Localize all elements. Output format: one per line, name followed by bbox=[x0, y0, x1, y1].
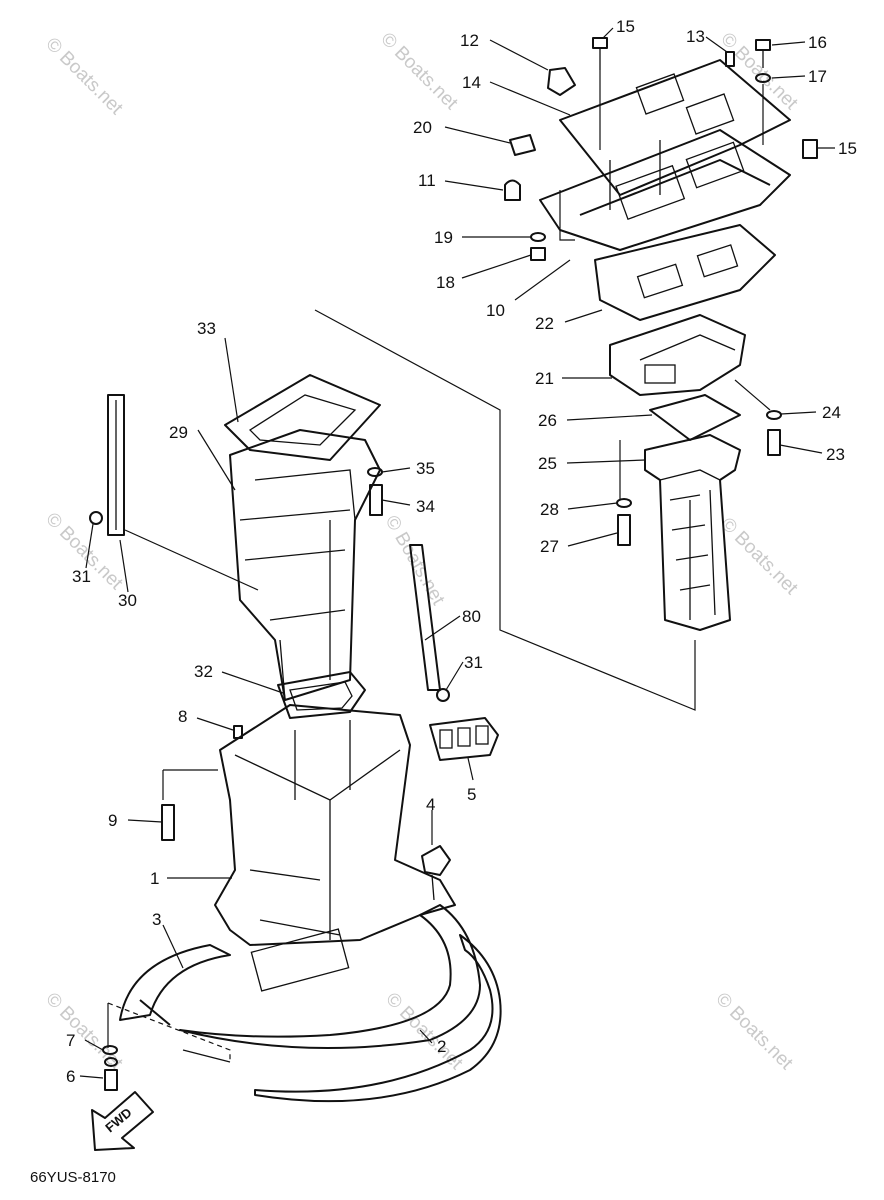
callout-29: 29 bbox=[169, 423, 188, 442]
callout-12: 12 bbox=[460, 31, 479, 50]
leader-lines bbox=[79, 27, 835, 1079]
callout-26: 26 bbox=[538, 411, 557, 430]
callout-10: 10 bbox=[486, 301, 505, 320]
part-gasket-22 bbox=[594, 224, 776, 321]
part-exhaust-guide-10 bbox=[539, 129, 791, 251]
part-exhaust-manifold-21 bbox=[609, 314, 746, 396]
part-gasket-33 bbox=[224, 374, 381, 461]
watermark: © Boats.net bbox=[711, 989, 797, 1075]
callout-2: 2 bbox=[437, 1037, 446, 1056]
watermark: © Boats.net bbox=[41, 34, 127, 120]
callout-16: 16 bbox=[808, 33, 827, 52]
callout-labels: 1 2 3 4 5 6 7 8 9 10 11 12 13 14 15 15 1… bbox=[66, 17, 857, 1086]
guide-lines-top bbox=[314, 70, 771, 711]
watermark: © Boats.net bbox=[716, 514, 802, 600]
callout-27: 27 bbox=[540, 537, 559, 556]
watermark: © Boats.net bbox=[381, 989, 467, 1075]
watermark: © Boats.net bbox=[716, 29, 802, 115]
callout-13: 13 bbox=[686, 27, 705, 46]
fasteners-top-right bbox=[504, 37, 818, 546]
callout-9: 9 bbox=[108, 811, 117, 830]
callout-19: 19 bbox=[434, 228, 453, 247]
part-gasket-32 bbox=[277, 671, 366, 719]
watermark: © Boats.net bbox=[381, 512, 449, 609]
part-plug-4 bbox=[421, 845, 451, 901]
watermark: © Boats.net bbox=[376, 29, 462, 115]
fwd-arrow: FWD bbox=[91, 1091, 154, 1151]
callout-22: 22 bbox=[535, 314, 554, 333]
callout-31-left: 31 bbox=[72, 567, 91, 586]
callout-25: 25 bbox=[538, 454, 557, 473]
part-rubber-seal-30-left bbox=[89, 394, 125, 536]
callout-14: 14 bbox=[462, 73, 481, 92]
callout-33: 33 bbox=[197, 319, 216, 338]
part-rubber-seal-80 bbox=[409, 544, 450, 702]
callout-30: 30 bbox=[118, 591, 137, 610]
callout-5: 5 bbox=[467, 785, 476, 804]
callout-17: 17 bbox=[808, 67, 827, 86]
watermark: © Boats.net bbox=[41, 989, 127, 1075]
callout-15-right: 15 bbox=[838, 139, 857, 158]
callout-11: 11 bbox=[418, 171, 436, 190]
part-muffler-25 bbox=[644, 434, 741, 631]
callout-32: 32 bbox=[194, 662, 213, 681]
part-oil-pan-29 bbox=[229, 429, 381, 701]
callout-1: 1 bbox=[150, 869, 159, 888]
callout-80: 80 bbox=[462, 607, 481, 626]
callout-8: 8 bbox=[178, 707, 187, 726]
callout-24: 24 bbox=[822, 403, 841, 422]
callout-21: 21 bbox=[535, 369, 554, 388]
callout-28: 28 bbox=[540, 500, 559, 519]
callout-34: 34 bbox=[416, 497, 435, 516]
callout-35: 35 bbox=[416, 459, 435, 478]
callout-3: 3 bbox=[152, 910, 161, 929]
callout-31-right: 31 bbox=[464, 653, 483, 672]
callout-7: 7 bbox=[66, 1031, 75, 1050]
callout-4: 4 bbox=[426, 795, 435, 814]
drawing-code: 66YUS-8170 bbox=[30, 1169, 116, 1186]
part-cover-3 bbox=[119, 944, 231, 1026]
fasteners-mid bbox=[161, 467, 383, 841]
callout-23: 23 bbox=[826, 445, 845, 464]
part-upper-casing-1 bbox=[214, 704, 456, 992]
part-anode-5 bbox=[429, 717, 499, 761]
guide-lines-bottom bbox=[107, 1002, 231, 1063]
part-gasket-26 bbox=[649, 394, 741, 441]
callout-18: 18 bbox=[436, 273, 455, 292]
callout-15-top: 15 bbox=[616, 17, 635, 36]
part-apron-2 bbox=[179, 904, 502, 1103]
callout-20: 20 bbox=[413, 118, 432, 137]
guide-lines-mid bbox=[124, 529, 259, 800]
callout-6: 6 bbox=[66, 1067, 75, 1086]
